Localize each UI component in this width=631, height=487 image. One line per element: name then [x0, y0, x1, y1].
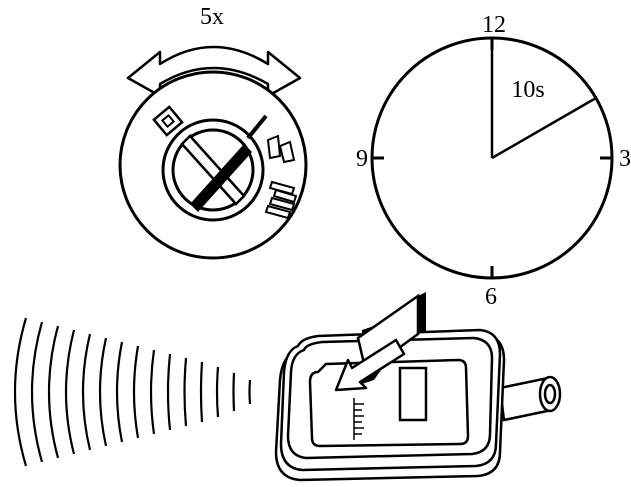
off-cross-icon — [180, 134, 252, 212]
clock-label-9: 9 — [356, 146, 368, 172]
repeat-count-label: 5x — [200, 4, 224, 30]
signal-waves-icon — [13, 317, 252, 467]
clock-label-6: 6 — [485, 284, 497, 310]
square-mode-icon — [152, 105, 184, 137]
clock-label-12: 12 — [482, 12, 506, 38]
insert-card-thickness — [418, 292, 426, 334]
insert-arrow-icon — [334, 338, 406, 392]
dial-pointer — [246, 114, 268, 140]
device-scale-ticks — [353, 398, 364, 440]
timer-clock-group: 12 3 6 9 10s — [356, 12, 631, 310]
device-screen — [308, 358, 470, 448]
device-connector — [498, 375, 562, 422]
level-bars-icon — [264, 134, 298, 220]
clock-label-3: 3 — [619, 146, 631, 172]
device-display-window — [398, 366, 428, 422]
duration-label: 10s — [511, 77, 544, 103]
clock-hand-end — [491, 96, 597, 160]
remote-device-group — [274, 292, 562, 482]
rotate-arrow-icon — [126, 45, 302, 98]
rotary-dial-group: 5x — [118, 4, 308, 260]
